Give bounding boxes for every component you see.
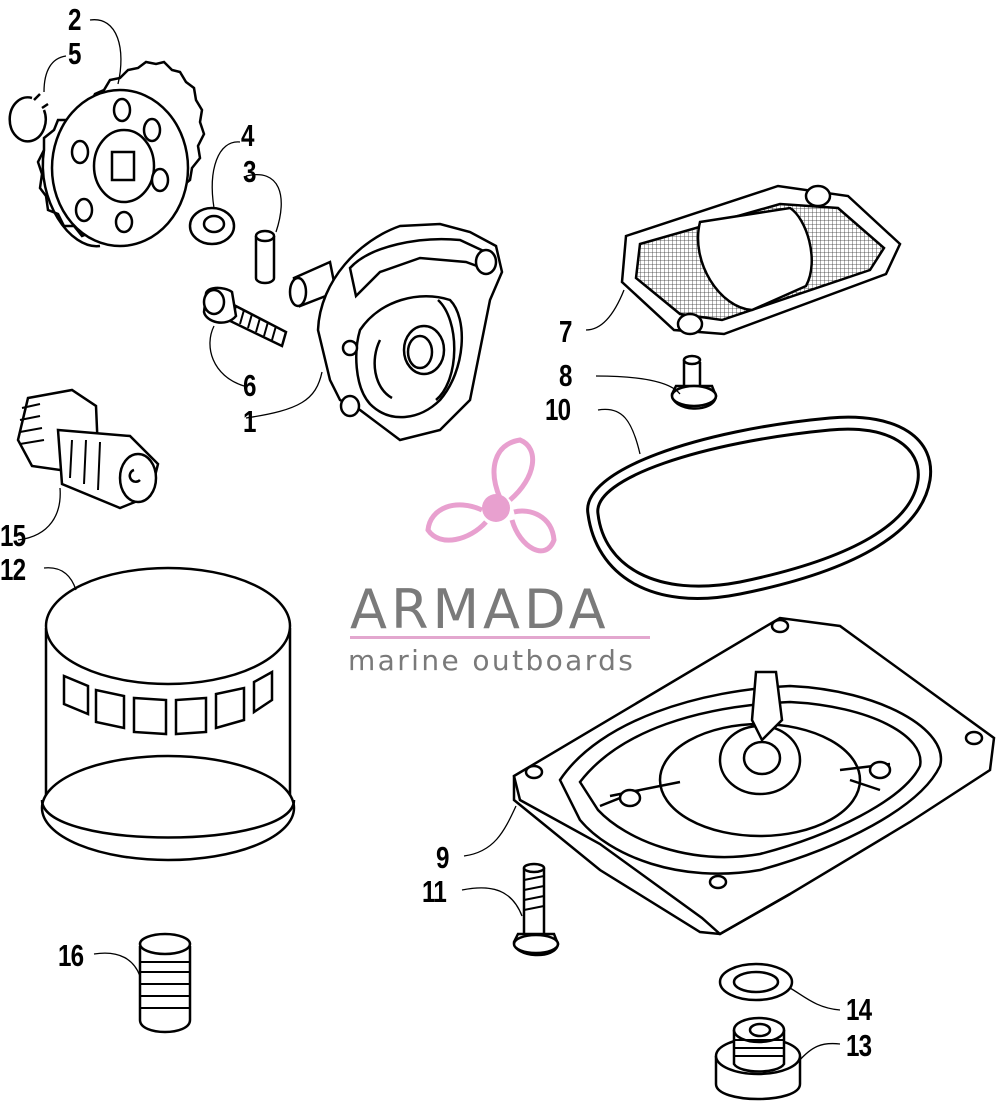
callout-part-15: 15 — [0, 518, 26, 553]
callout-part-5: 5 — [68, 36, 81, 71]
part-1-oil-pump — [288, 222, 504, 442]
callout-part-9: 9 — [436, 840, 449, 875]
callout-part-4: 4 — [241, 118, 254, 153]
part-6-bolt — [202, 286, 288, 348]
part-4-washer — [188, 206, 236, 246]
part-9-oil-pan — [512, 616, 996, 936]
callout-part-10: 10 — [545, 392, 571, 427]
part-8-screw — [670, 354, 718, 410]
callout-part-13: 13 — [846, 1028, 872, 1063]
part-13-drain-plug — [714, 1016, 802, 1101]
part-15-pressure-fitting — [16, 388, 160, 510]
callout-part-12: 12 — [0, 552, 26, 587]
part-14-washer — [718, 962, 794, 1002]
callout-part-11: 11 — [422, 874, 447, 909]
part-11-bolt — [512, 862, 560, 957]
logo-tagline: marine outboards — [348, 644, 636, 677]
propeller-logo-icon — [425, 437, 557, 554]
callout-part-16: 16 — [58, 938, 84, 973]
callout-part-2: 2 — [68, 2, 81, 37]
leader-lines — [17, 19, 841, 1063]
part-16-plug — [138, 932, 192, 1034]
logo-divider — [350, 636, 650, 639]
part-2-drive-gear — [36, 60, 206, 248]
part-7-strainer — [620, 184, 902, 336]
part-3-pin — [254, 229, 276, 285]
part-10-gasket — [586, 415, 933, 600]
callout-part-14: 14 — [846, 992, 872, 1027]
part-5-circlip — [8, 93, 49, 143]
callout-part-1: 1 — [243, 404, 256, 439]
callout-part-6: 6 — [243, 368, 256, 403]
part-12-oil-filter — [40, 566, 296, 862]
callout-part-3: 3 — [243, 154, 256, 189]
callout-part-8: 8 — [559, 358, 572, 393]
callout-part-7: 7 — [559, 314, 572, 349]
logo-wordmark: ARMADA — [350, 578, 610, 641]
